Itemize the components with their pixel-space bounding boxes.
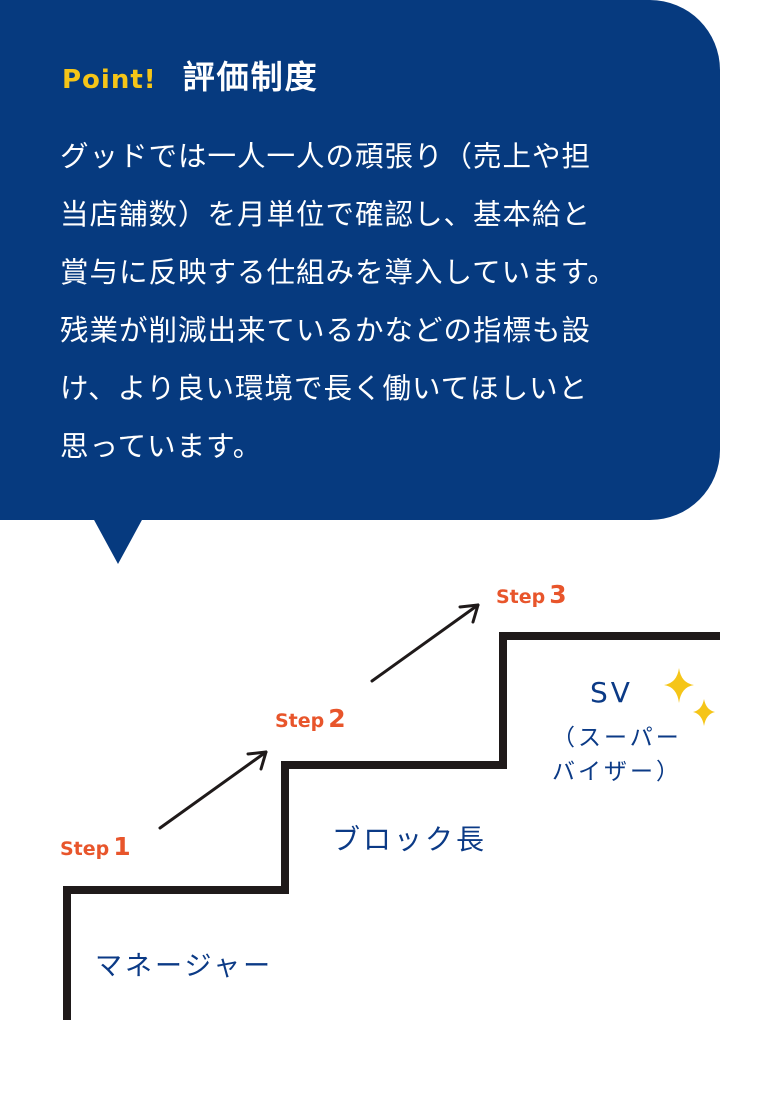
point-label: Point! (62, 65, 157, 95)
step-number: 2 (328, 704, 346, 733)
sparkle-icon (693, 699, 715, 726)
step-word: Step (496, 586, 546, 608)
body-text: グッドでは一人一人の頑張り（売上や担 当店舗数）を月単位で確認し、基本給と 賞与… (60, 128, 700, 476)
role-sv-subtitle-2: バイザー） (552, 759, 682, 785)
step-number: 3 (549, 580, 567, 609)
body-line: 残業が削減出来ているかなどの指標も設 (60, 314, 592, 347)
speech-bubble-tail (93, 518, 143, 564)
body-line: グッドでは一人一人の頑張り（売上や担 (60, 140, 592, 173)
step-2-label: Step 2 (275, 704, 346, 733)
role-manager: マネージャー (95, 951, 274, 982)
arrow-icon (158, 750, 268, 830)
sparkle-icon (664, 668, 694, 703)
arrow-icon (370, 603, 480, 683)
stairs-line (63, 632, 720, 1020)
step-1-label: Step 1 (60, 832, 131, 861)
body-line: け、より良い環境で長く働いてほしいと (60, 372, 589, 405)
step-3-label: Step 3 (496, 580, 567, 609)
step-word: Step (275, 710, 325, 732)
role-block-leader: ブロック長 (332, 823, 488, 856)
step-number: 1 (113, 832, 131, 861)
body-line: 当店舗数）を月単位で確認し、基本給と (60, 198, 592, 231)
step-word: Step (60, 838, 110, 860)
bubble-heading: Point! 評価制度 (62, 52, 319, 98)
role-sv-subtitle-1: （スーパー (552, 725, 682, 751)
body-line: 思っています。 (60, 430, 263, 463)
heading-title: 評価制度 (182, 58, 319, 96)
body-line: 賞与に反映する仕組みを導入しています。 (60, 256, 617, 289)
speech-bubble: Point! 評価制度 グッドでは一人一人の頑張り（売上や担 当店舗数）を月単位… (0, 0, 720, 520)
role-sv-title: SV (590, 676, 633, 709)
